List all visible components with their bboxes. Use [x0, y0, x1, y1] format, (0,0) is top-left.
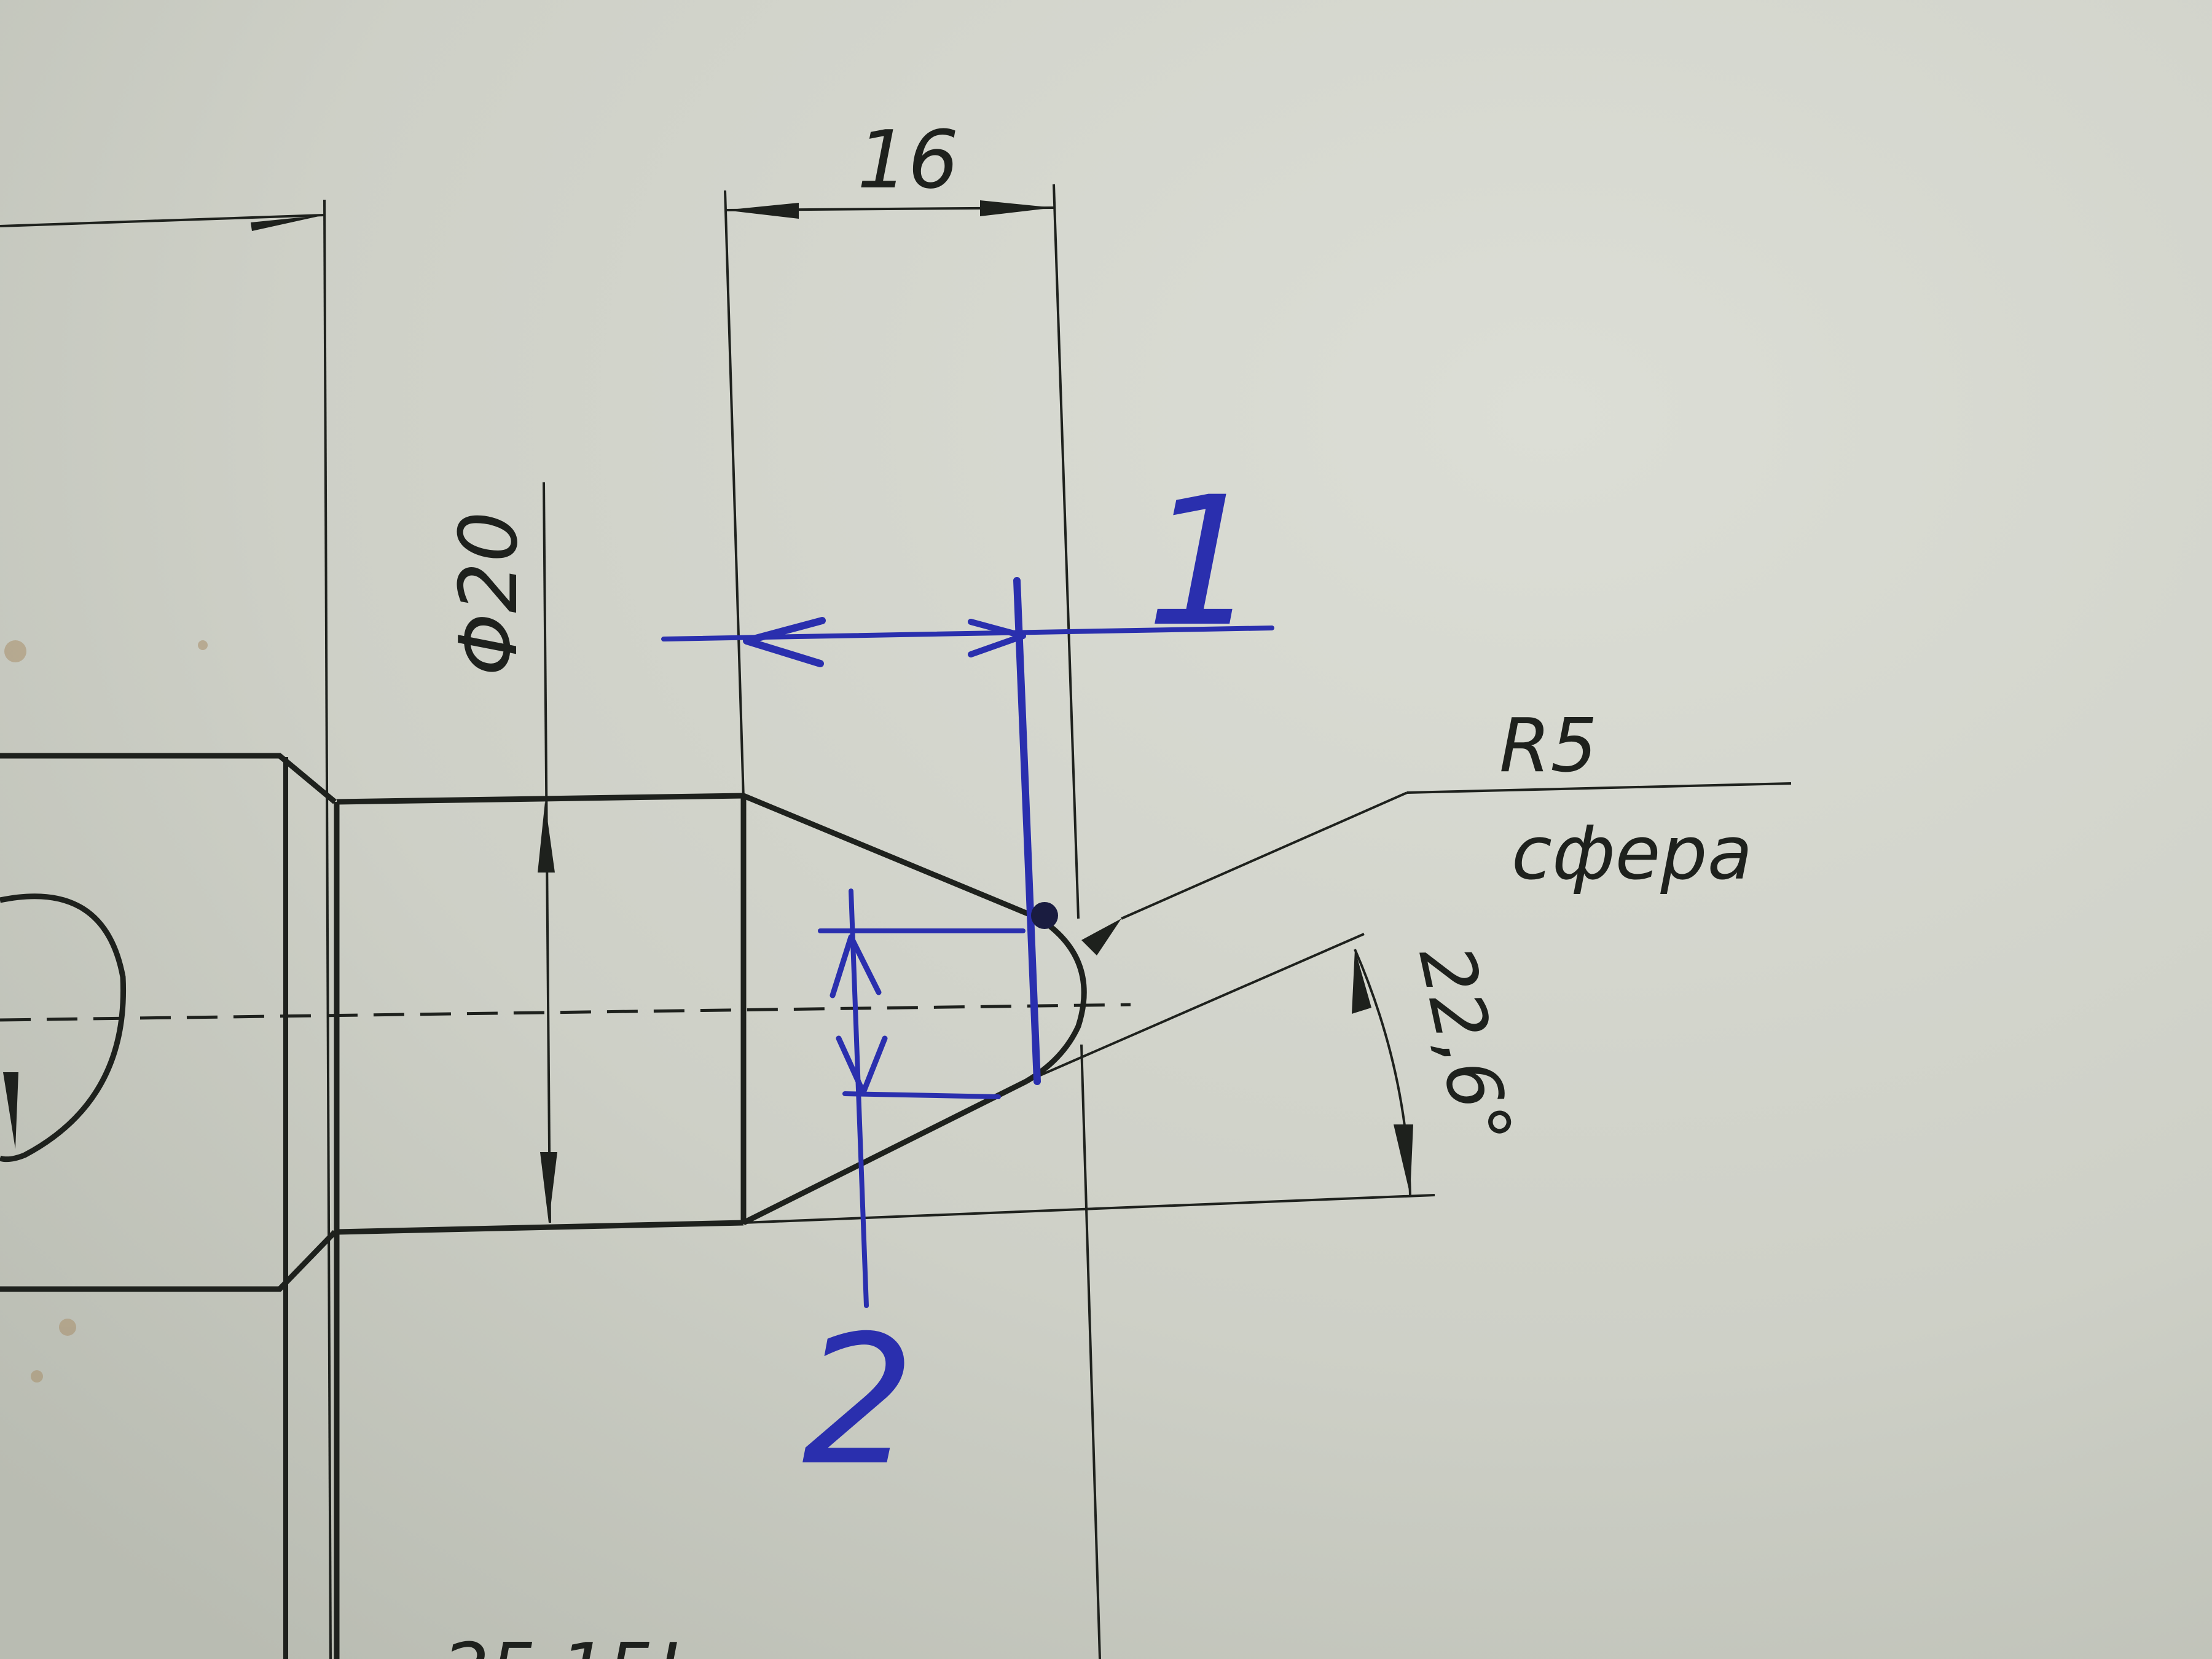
pen-dim-line-bottom: [842, 1091, 1001, 1099]
marker-1-label: 1: [1146, 459, 1260, 666]
radius-note-label: сфера: [1512, 811, 1752, 896]
pen-vertical-line: [1013, 577, 1041, 1085]
dimension-diameter-label: Φ20: [442, 511, 535, 676]
pen-arrow-up: [830, 934, 882, 998]
pen-markup: [661, 577, 1274, 1308]
paper-stains: [4, 640, 208, 1382]
center-line: [0, 1003, 1131, 1022]
dimension-arrows: [251, 200, 1413, 1223]
pen-arrow-down: [836, 1035, 888, 1096]
tangent-point-dot: [1031, 902, 1058, 929]
marker-2-label: 2: [802, 1298, 916, 1505]
pen-arrow-right: [968, 619, 1026, 657]
dimension-radius-label: R5: [1499, 704, 1598, 789]
pen-vertical-dim-line: [849, 888, 869, 1308]
dimension-lines: [0, 184, 1792, 1659]
part-outline: [0, 753, 1087, 1659]
dimension-width-label: 16: [857, 113, 959, 206]
pen-arrow-left: [743, 617, 826, 667]
partial-bottom-text: 25 15!: [442, 1628, 683, 1659]
